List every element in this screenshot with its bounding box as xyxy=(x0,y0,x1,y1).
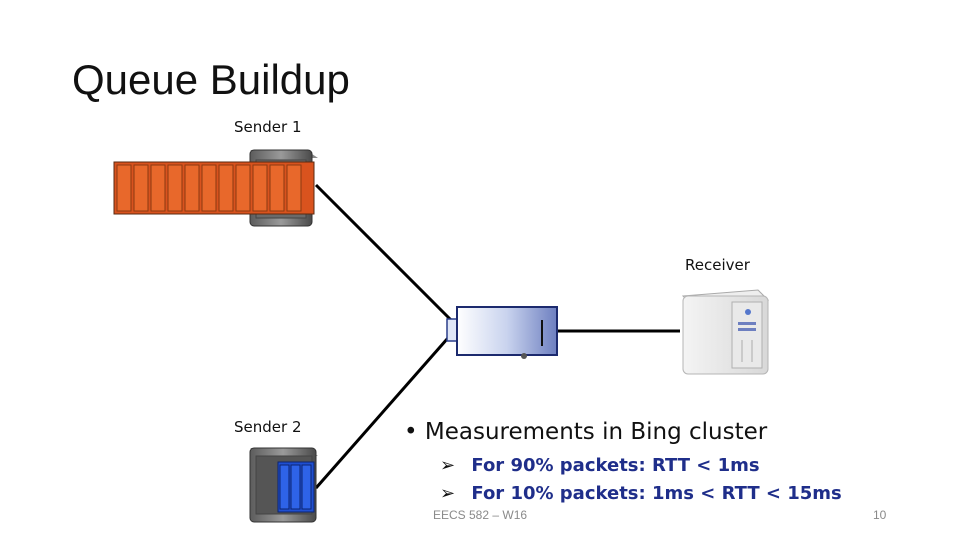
bullet-measurements: • Measurements in Bing cluster xyxy=(404,419,767,445)
sub-bullet-text: For 10% packets: 1ms < RTT < 15ms xyxy=(471,483,842,504)
receiver-server-icon xyxy=(681,289,770,375)
receiver-label: Receiver xyxy=(685,256,750,274)
slide-title: Queue Buildup xyxy=(72,56,350,103)
bullet-text: Measurements in Bing cluster xyxy=(424,419,768,445)
sender-1-label: Sender 1 xyxy=(234,118,302,136)
link-sender1-switch xyxy=(314,183,457,326)
link-sender2-switch xyxy=(314,329,457,489)
sub-bullet-10: ➢ For 10% packets: 1ms < RTT < 15ms xyxy=(440,483,842,504)
sub-bullet-90: ➢ For 90% packets: RTT < 1ms xyxy=(440,455,760,476)
switch-icon xyxy=(446,306,558,359)
arrow-icon: ➢ xyxy=(440,455,456,476)
sub-bullet-text: For 90% packets: RTT < 1ms xyxy=(471,455,760,476)
arrow-icon: ➢ xyxy=(440,483,456,504)
bullet-icon: • xyxy=(404,419,418,445)
footer-course: EECS 582 – W16 xyxy=(433,508,528,522)
sender-2-label: Sender 2 xyxy=(234,418,302,436)
page-number: 10 xyxy=(873,508,887,522)
sender-1-packet-queue xyxy=(113,161,315,215)
sender-2-packet-queue xyxy=(277,461,315,513)
